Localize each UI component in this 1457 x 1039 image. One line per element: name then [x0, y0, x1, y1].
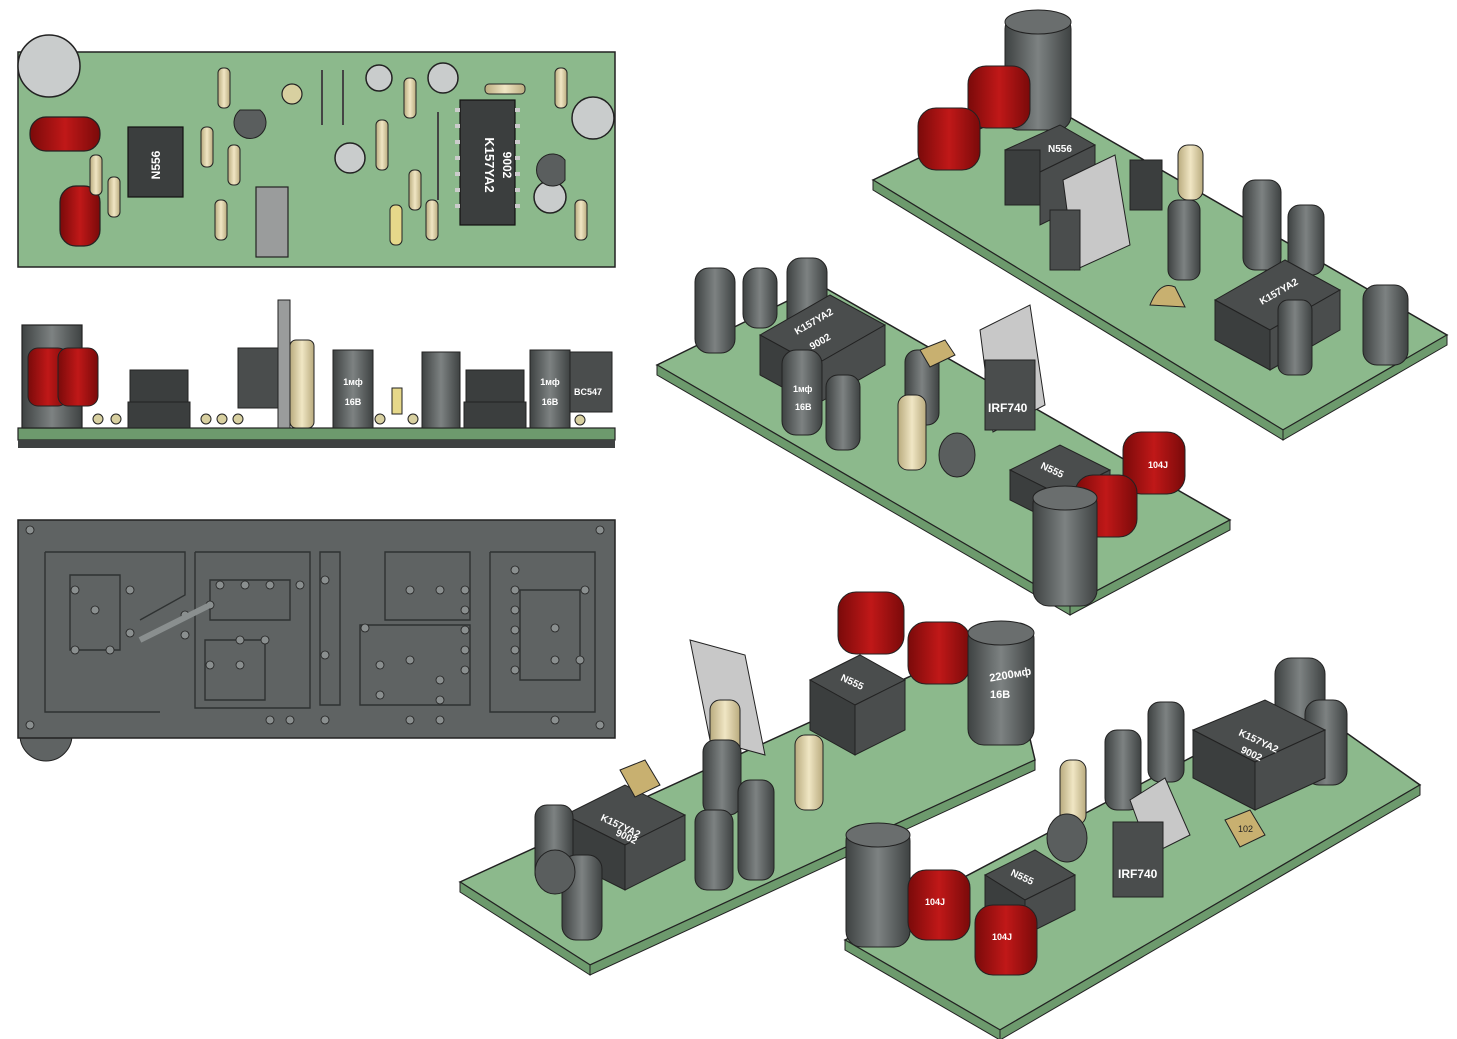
- iso4-small-cap-label: 102: [1238, 824, 1253, 834]
- board-copper-view: [17, 519, 616, 762]
- film-cap-top: [29, 116, 101, 152]
- board-top-view: N556 K157YA2 9002: [17, 34, 616, 268]
- side-cap-value-1: 1мф: [343, 377, 363, 387]
- logic-chip-code: 9002: [500, 152, 514, 179]
- logic-chip-top: [459, 99, 516, 226]
- iso3-big-cap-voltage: 16В: [990, 689, 1010, 701]
- mosfet-top: [255, 186, 289, 258]
- iso4-film-cap-2: 104J: [992, 932, 1012, 942]
- board-isometric-3: 2200мф 16В N555 K157YA2 9002: [458, 591, 1036, 976]
- iso2-cap-value: 1мф: [793, 384, 813, 394]
- transistor-label: BC547: [574, 387, 602, 397]
- iso2-film-cap: 104J: [1148, 460, 1168, 470]
- iso4-mosfet-label: IRF740: [1118, 867, 1158, 881]
- iso1-timer-label: N556: [1048, 144, 1072, 155]
- side-cap-voltage-2: 16В: [542, 397, 559, 407]
- iso2-cap-voltage: 16В: [795, 402, 812, 412]
- side-cap-value-2: 1мф: [540, 377, 560, 387]
- board-isometric-4: K157YA2 9002 IRF740 N555 104J 104J 102: [843, 657, 1422, 1039]
- iso2-mosfet-label: IRF740: [988, 401, 1028, 415]
- timer-chip-label: N556: [149, 150, 163, 179]
- timer-chip-top: [127, 126, 184, 198]
- film-cap-top: [59, 185, 101, 247]
- iso4-film-cap: 104J: [925, 897, 945, 907]
- logic-chip-label: K157YA2: [482, 137, 497, 192]
- electrolytic-cap-top: [571, 96, 615, 140]
- board-side-view: 1мф 16В 1мф 16В BC547: [17, 299, 616, 448]
- electrolytic-cap-top: [17, 34, 81, 98]
- board-isometric-2: K157YA2 9002 1мф 16В IRF740 N555 104J: [655, 257, 1232, 616]
- side-cap-voltage-1: 16В: [345, 397, 362, 407]
- board-isometric-1: N556 K157YA2: [871, 9, 1449, 441]
